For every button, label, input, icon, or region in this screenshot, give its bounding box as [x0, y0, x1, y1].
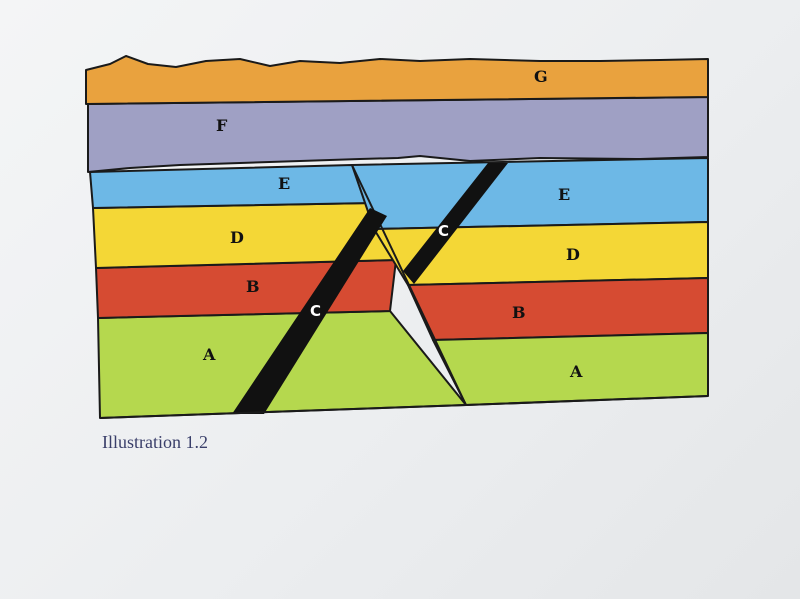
section-bottom-edge-right — [465, 395, 709, 406]
layer-e-right — [351, 157, 709, 230]
label-e-left: E — [278, 174, 290, 193]
layer-b-right — [407, 277, 709, 341]
dike-c-upper — [403, 163, 508, 284]
section-bottom-edge — [99, 404, 467, 419]
label-b-right: B — [512, 303, 526, 322]
label-g: G — [534, 67, 548, 86]
layer-f — [87, 96, 709, 173]
figure-caption: Illustration 1.2 — [102, 432, 208, 452]
label-c-upper: C — [438, 222, 449, 240]
dike-c-lower — [232, 208, 387, 414]
fault-line — [351, 164, 467, 406]
label-f: F — [216, 116, 228, 135]
label-c-lower: C — [310, 302, 321, 320]
label-d-right: D — [566, 245, 580, 264]
label-d-left: D — [230, 228, 244, 247]
label-a-left: A — [202, 345, 216, 364]
label-b-left: B — [246, 277, 260, 296]
layer-g — [85, 55, 709, 105]
layer-e-left — [89, 164, 373, 209]
label-e-right: E — [558, 185, 570, 204]
label-a-right: A — [569, 362, 583, 381]
